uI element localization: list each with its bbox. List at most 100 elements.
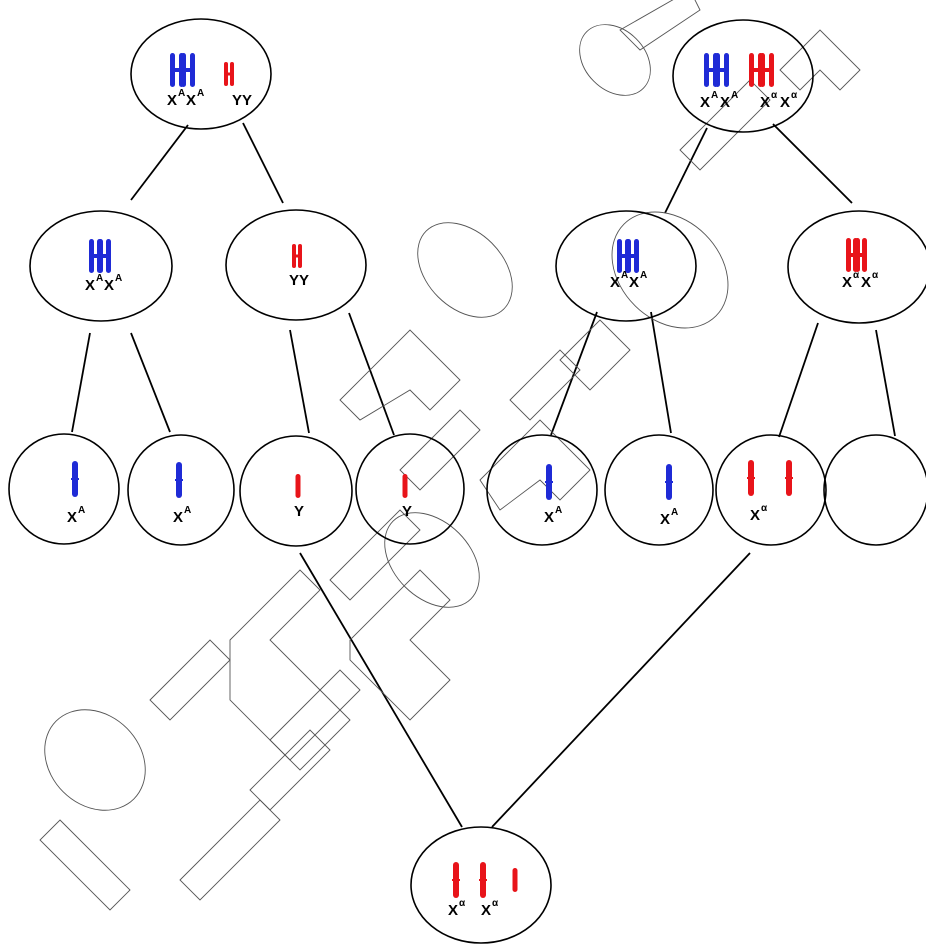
label-sup: A — [711, 90, 718, 101]
cell-outline — [225, 209, 367, 321]
link-line — [875, 329, 896, 437]
watermark — [39, 0, 861, 911]
cell-outline — [672, 19, 814, 133]
link-line — [348, 312, 395, 436]
label-yy: YY — [232, 92, 252, 109]
link-line — [299, 552, 463, 828]
cell-secondary-2: YY — [225, 209, 367, 321]
label-sup: A — [78, 505, 85, 516]
watermark-glyph — [619, 0, 701, 51]
chromosome-y-red — [512, 868, 518, 892]
cell-outline — [239, 435, 353, 547]
watermark-glyph — [384, 512, 480, 608]
cell-parent-right: X A X A X α X α — [672, 19, 814, 133]
cell-parent-left: X A X A YY — [130, 18, 272, 130]
gamete-5: X A — [486, 434, 598, 546]
gamete-4: Y — [355, 433, 465, 545]
label-sup: α — [771, 90, 778, 101]
cell-outline — [787, 210, 926, 324]
label-sup: A — [671, 507, 678, 518]
gamete-8 — [823, 434, 926, 546]
cell-outline — [555, 210, 697, 322]
chromosome-x-red — [452, 862, 460, 898]
cell-outline — [715, 434, 827, 546]
chromosome-y-red — [295, 474, 301, 498]
cell-outline — [410, 826, 552, 944]
link-line — [650, 311, 672, 434]
label-x: X — [85, 277, 95, 294]
label-sup: A — [115, 273, 122, 284]
cell-outline — [8, 433, 120, 545]
chromosome-x-red — [479, 862, 487, 898]
label-y: Y — [294, 503, 304, 520]
link-line — [664, 127, 708, 214]
cell-secondary-1: X A X A — [29, 210, 173, 322]
chromosome-x-blue — [181, 53, 195, 87]
label-sup: A — [731, 90, 738, 101]
label-x: X — [544, 509, 554, 526]
chromosome-x-blue — [715, 53, 729, 87]
link-line — [778, 322, 819, 438]
label-x: X — [750, 507, 760, 524]
watermark-glyph — [779, 29, 861, 91]
zygote-cell: X α X α — [410, 826, 552, 944]
label-y: Y — [402, 503, 412, 520]
chromosome-y-red — [224, 62, 234, 86]
watermark-glyph — [44, 709, 146, 811]
cell-outline — [127, 434, 235, 546]
chromosome-x-blue — [97, 239, 111, 273]
chromosome-x-blue — [545, 464, 553, 500]
cell-outline — [604, 434, 714, 546]
gamete-7: X α — [715, 434, 827, 546]
gamete-3: Y — [239, 435, 353, 547]
chromosome-x-red — [785, 460, 793, 496]
watermark-glyph — [249, 729, 331, 811]
label-sup: A — [555, 505, 562, 516]
link-line — [130, 124, 189, 201]
chromosome-x-blue — [665, 464, 673, 500]
label-yy: YY — [289, 272, 309, 289]
link-line — [242, 122, 284, 204]
watermark-glyph — [559, 319, 631, 391]
label-x: X — [760, 94, 770, 111]
label-x: X — [167, 92, 177, 109]
cell-outline — [29, 210, 173, 322]
label-x: X — [186, 92, 196, 109]
chromosome-x-blue — [625, 239, 639, 273]
watermark-glyph — [417, 222, 513, 318]
watermark-glyph — [339, 329, 461, 421]
label-sup: α — [492, 898, 499, 909]
chromosome-x-red — [760, 53, 774, 87]
label-x: X — [780, 94, 790, 111]
label-sup: α — [459, 898, 466, 909]
label-sup: A — [184, 505, 191, 516]
watermark-glyph — [269, 669, 361, 761]
gamete-1: X A — [8, 433, 120, 545]
cell-outline — [355, 433, 465, 545]
link-line — [130, 332, 171, 433]
lineage-lines — [71, 122, 896, 828]
label-x: X — [629, 274, 639, 291]
chromosome-x-red — [747, 460, 755, 496]
cell-secondary-3: X A X A — [555, 210, 697, 322]
link-line — [772, 123, 853, 204]
label-sup: α — [761, 503, 768, 514]
watermark-glyph — [149, 639, 231, 721]
link-line — [491, 552, 751, 828]
watermark-glyph — [479, 419, 591, 511]
link-line — [71, 332, 91, 433]
label-sup: α — [872, 270, 879, 281]
label-x: X — [610, 274, 620, 291]
label-x: X — [861, 274, 871, 291]
watermark-glyph — [679, 79, 771, 171]
cell-outline — [130, 18, 272, 130]
label-x: X — [67, 509, 77, 526]
watermark-glyph — [579, 24, 651, 96]
label-sup: α — [853, 270, 860, 281]
label-x: X — [448, 902, 458, 919]
watermark-glyph — [329, 509, 421, 601]
label-x: X — [842, 274, 852, 291]
watermark-glyph — [349, 569, 451, 721]
cell-secondary-4: X α X α — [787, 210, 926, 324]
